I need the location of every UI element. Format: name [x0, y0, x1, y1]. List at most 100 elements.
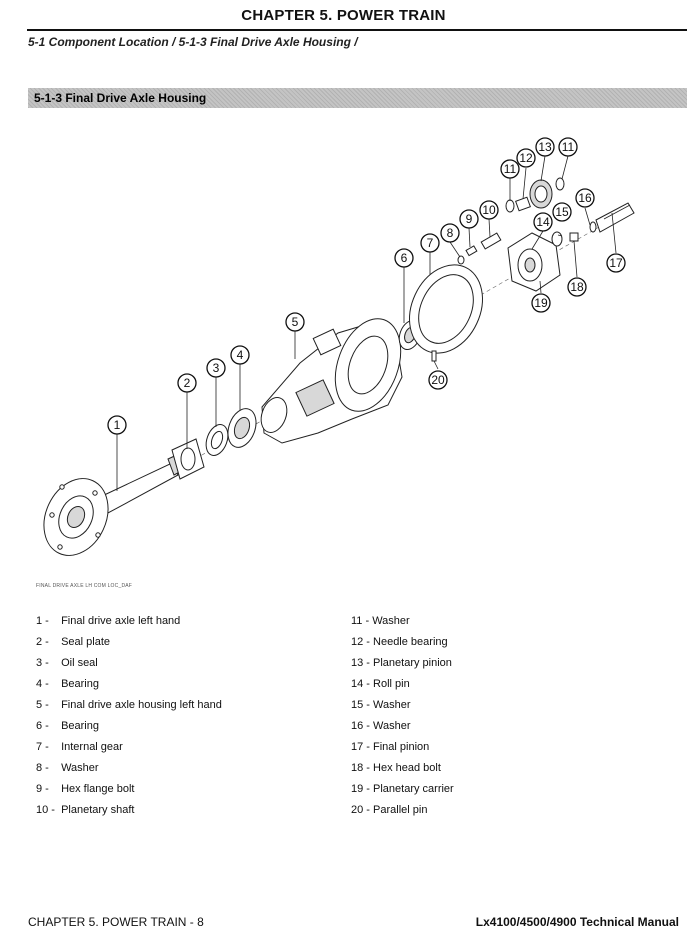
legend-number: 5 -: [36, 699, 49, 711]
callout-3: 3: [206, 358, 226, 378]
legend-part-name: Seal plate: [61, 636, 110, 648]
legend-number: 8 -: [36, 762, 49, 774]
section-heading-bar: 5-1-3 Final Drive Axle Housing: [28, 88, 687, 108]
parts-legend-left: 1 - Final drive axle left hand 2 - Seal …: [36, 614, 222, 824]
legend-part-name: Washer: [61, 762, 99, 774]
footer-page-label: CHAPTER 5. POWER TRAIN - 8: [28, 915, 204, 929]
callout-15: 15: [552, 202, 572, 222]
axle-shaft-drawing: [43, 446, 201, 556]
legend-item: 16 - Washer: [351, 720, 411, 732]
legend-number: 4 -: [36, 678, 49, 690]
footer-manual-title: Lx4100/4500/4900 Technical Manual: [475, 915, 679, 929]
callout-18: 18: [567, 277, 587, 297]
legend-item: 2 - Seal plate: [36, 635, 222, 656]
legend-item: 11 - Washer: [351, 615, 410, 627]
callout-5: 5: [285, 312, 305, 332]
parallel-pin-drawing: [431, 350, 437, 362]
final-pinion-drawing: [595, 202, 635, 233]
legend-part-name: Hex flange bolt: [61, 783, 135, 795]
legend-part-name: Internal gear: [61, 741, 123, 753]
legend-item: 1 - Final drive axle left hand: [36, 614, 222, 635]
legend-number: 3 -: [36, 657, 49, 669]
callout-3-label: 3: [213, 361, 220, 375]
callout-14: 14: [533, 212, 553, 232]
legend-item: 7 - Internal gear: [36, 740, 222, 761]
callout-7-label: 7: [427, 236, 434, 250]
parts-legend-right: 11 - Washer 12 - Needle bearing 13 - Pla…: [351, 614, 454, 824]
callout-6-label: 6: [401, 251, 408, 265]
legend-item: 10 - Planetary shaft: [36, 803, 222, 824]
callout-19-label: 19: [534, 296, 548, 310]
header-divider: [27, 29, 687, 31]
internal-gear-drawing: [409, 264, 483, 354]
legend-item: 14 - Roll pin: [351, 678, 410, 690]
legend-number: 1 -: [36, 615, 49, 627]
callout-11-lower: 11: [500, 159, 520, 179]
small-parts-drawing: [457, 232, 502, 265]
legend-item: 18 - Hex head bolt: [351, 762, 441, 774]
legend-item: 20 - Parallel pin: [351, 804, 428, 816]
legend-part-name: Planetary shaft: [61, 804, 135, 816]
legend-item: 6 - Bearing: [36, 719, 222, 740]
callout-9-label: 9: [466, 212, 473, 226]
callout-11-lower-label: 11: [504, 162, 517, 176]
callout-19: 19: [531, 293, 551, 313]
legend-part-name: Final drive axle left hand: [61, 615, 181, 627]
legend-item: 15 - Washer: [351, 699, 411, 711]
callout-16: 16: [575, 188, 595, 208]
legend-item: 3 - Oil seal: [36, 656, 222, 677]
callout-10-label: 10: [482, 203, 496, 217]
callout-20-label: 20: [431, 373, 445, 387]
callout-12-label: 12: [519, 151, 533, 165]
callout-14-label: 14: [536, 215, 550, 229]
leader-lines: [116, 155, 617, 491]
callout-11-upper-label: 11: [562, 140, 575, 154]
callout-5-label: 5: [292, 315, 299, 329]
callout-8: 8: [440, 223, 460, 243]
callout-12: 12: [516, 148, 536, 168]
callout-10: 10: [479, 200, 499, 220]
legend-part-name: Bearing: [61, 720, 99, 732]
callout-6: 6: [394, 248, 414, 268]
figure-caption: FINAL DRIVE AXLE LH COM LOC_DAF: [36, 583, 133, 589]
callout-13-label: 13: [538, 140, 552, 154]
callout-4-label: 4: [237, 348, 244, 362]
planetary-pinion-drawing: [505, 177, 565, 213]
legend-number: 9 -: [36, 783, 49, 795]
legend-item: 12 - Needle bearing: [351, 636, 448, 648]
callout-8-label: 8: [447, 226, 454, 240]
planetary-carrier-drawing: [507, 232, 561, 292]
axle-housing-drawing: [260, 318, 403, 444]
legend-part-name: Oil seal: [61, 657, 98, 669]
legend-item: 19 - Planetary carrier: [351, 783, 454, 795]
legend-item: 13 - Planetary pinion: [351, 657, 452, 669]
exploded-view-svg: 1 2 3 4 5 6 7 8 9 10 11: [43, 137, 635, 556]
legend-item: 17 - Final pinion: [351, 741, 430, 753]
callout-13: 13: [535, 137, 555, 157]
callout-1-label: 1: [114, 418, 121, 432]
section-title: 5-1-3 Final Drive Axle Housing: [34, 91, 207, 105]
legend-number: 10 -: [36, 804, 55, 816]
bearing-drawing: [227, 408, 257, 448]
legend-number: 2 -: [36, 636, 49, 648]
callout-17: 17: [606, 253, 626, 273]
exploded-view-diagram: 1 2 3 4 5 6 7 8 9 10 11: [0, 115, 687, 595]
legend-item: 5 - Final drive axle housing left hand: [36, 698, 222, 719]
callout-16-label: 16: [578, 191, 592, 205]
callout-17-label: 17: [609, 256, 623, 270]
legend-part-name: Bearing: [61, 678, 99, 690]
breadcrumb: 5-1 Component Location / 5-1-3 Final Dri…: [28, 35, 358, 49]
callout-15-label: 15: [555, 205, 569, 219]
callout-1: 1: [107, 415, 127, 435]
callout-2: 2: [177, 373, 197, 393]
legend-number: 6 -: [36, 720, 49, 732]
legend-item: 9 - Hex flange bolt: [36, 782, 222, 803]
seal-plate-drawing: [171, 438, 205, 480]
callout-4: 4: [230, 345, 250, 365]
legend-number: 7 -: [36, 741, 49, 753]
callout-9: 9: [459, 209, 479, 229]
chapter-title: CHAPTER 5. POWER TRAIN: [241, 7, 446, 24]
callout-2-label: 2: [184, 376, 191, 390]
legend-item: 8 - Washer: [36, 761, 222, 782]
callout-7: 7: [420, 233, 440, 253]
